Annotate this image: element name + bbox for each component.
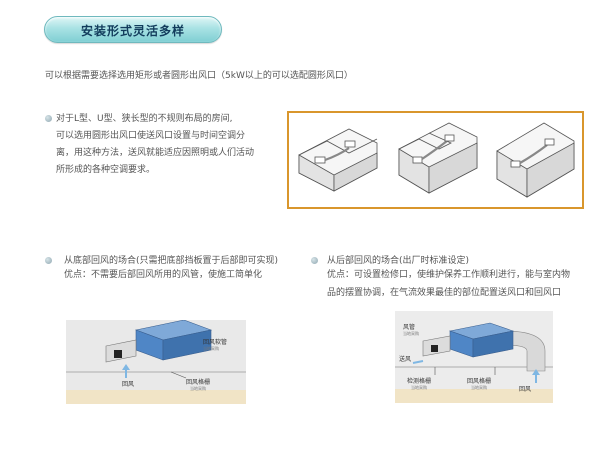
return-duct-label: 回风软管	[203, 338, 227, 346]
duct-note: 当地采购	[403, 330, 419, 336]
bullet-icon	[311, 257, 318, 264]
section1-line: 所形成的各种空调要求。	[56, 165, 156, 175]
bullet-icon	[45, 115, 52, 122]
page-title: 安装形式灵活多样	[80, 24, 185, 38]
section3-advantage-line1: 优点：可设置检修口，使维护保养工作顺利进行，能与室内物	[327, 270, 571, 280]
bullet-icon	[45, 257, 52, 264]
section3-text: 从后部回风的场合(出厂时标准设定) 优点：可设置检修口，使维护保养工作顺利进行，…	[327, 254, 570, 300]
bottom-return-svg: 回风软管 当地采购 回风 回风格栅 当地采购	[66, 319, 246, 404]
return-grille-label: 回风格栅	[186, 378, 210, 386]
room-layout-illustration	[287, 111, 584, 209]
section1-line: 对于L型、U型、狭长型的不规则布局的房间,	[56, 114, 233, 124]
supply-air-label: 送风	[399, 355, 411, 363]
duct-label: 风管	[403, 323, 415, 331]
inspection-grille-label: 检测格栅	[407, 377, 431, 385]
u-shaped-room	[398, 122, 478, 194]
return-air-label: 回风	[122, 381, 134, 388]
bottom-return-diagram: 回风软管 当地采购 回风 回风格栅 当地采购	[66, 319, 246, 408]
rear-return-diagram: 风管 当地采购 送风 检测格栅 当地采购 回风格栅 当地采购 回风	[395, 311, 553, 407]
return-grille-label: 回风格栅	[467, 377, 491, 385]
section3-heading: 从后部回风的场合(出厂时标准设定)	[327, 256, 470, 266]
intro-text: 可以根据需要选择选用矩形或者圆形出风口（5kW以上的可以选配圆形风口）	[45, 71, 353, 81]
inspection-grille-note: 当地采购	[411, 384, 427, 390]
l-shaped-room	[298, 128, 378, 192]
rear-return-svg: 风管 当地采购 送风 检测格栅 当地采购 回风格栅 当地采购 回风	[395, 311, 553, 403]
room-layouts-svg	[298, 122, 575, 198]
section1-paragraph: 对于L型、U型、狭长型的不规则布局的房间, 可以选用圆形出风口使送风口设置与时间…	[56, 111, 254, 179]
section2-text: 从底部回风的场合(只需把底部挡板置于后部即可实现) 优点：不需要后部回风所用的风…	[64, 254, 278, 282]
section1-line: 可以选用圆形出风口使送风口设置与时间空调分	[56, 131, 246, 141]
return-duct-note: 当地采购	[203, 345, 219, 351]
section3-advantage-line2: 品的摆置协调，在气流效果最佳的部位配置送风口和回风口	[327, 288, 562, 298]
narrow-room	[496, 122, 575, 198]
section2-heading: 从底部回风的场合(只需把底部挡板置于后部即可实现)	[64, 256, 279, 266]
return-air-label: 回风	[519, 386, 531, 393]
section-title-banner: 安装形式灵活多样	[44, 16, 222, 43]
return-grille-note: 当地采购	[190, 385, 206, 391]
return-grille-note: 当地采购	[471, 384, 487, 390]
section1-line: 离，用这种方法，送风就能适应因照明或人们活动	[56, 148, 255, 158]
section2-advantage: 优点：不需要后部回风所用的风管，使施工简单化	[64, 270, 263, 280]
